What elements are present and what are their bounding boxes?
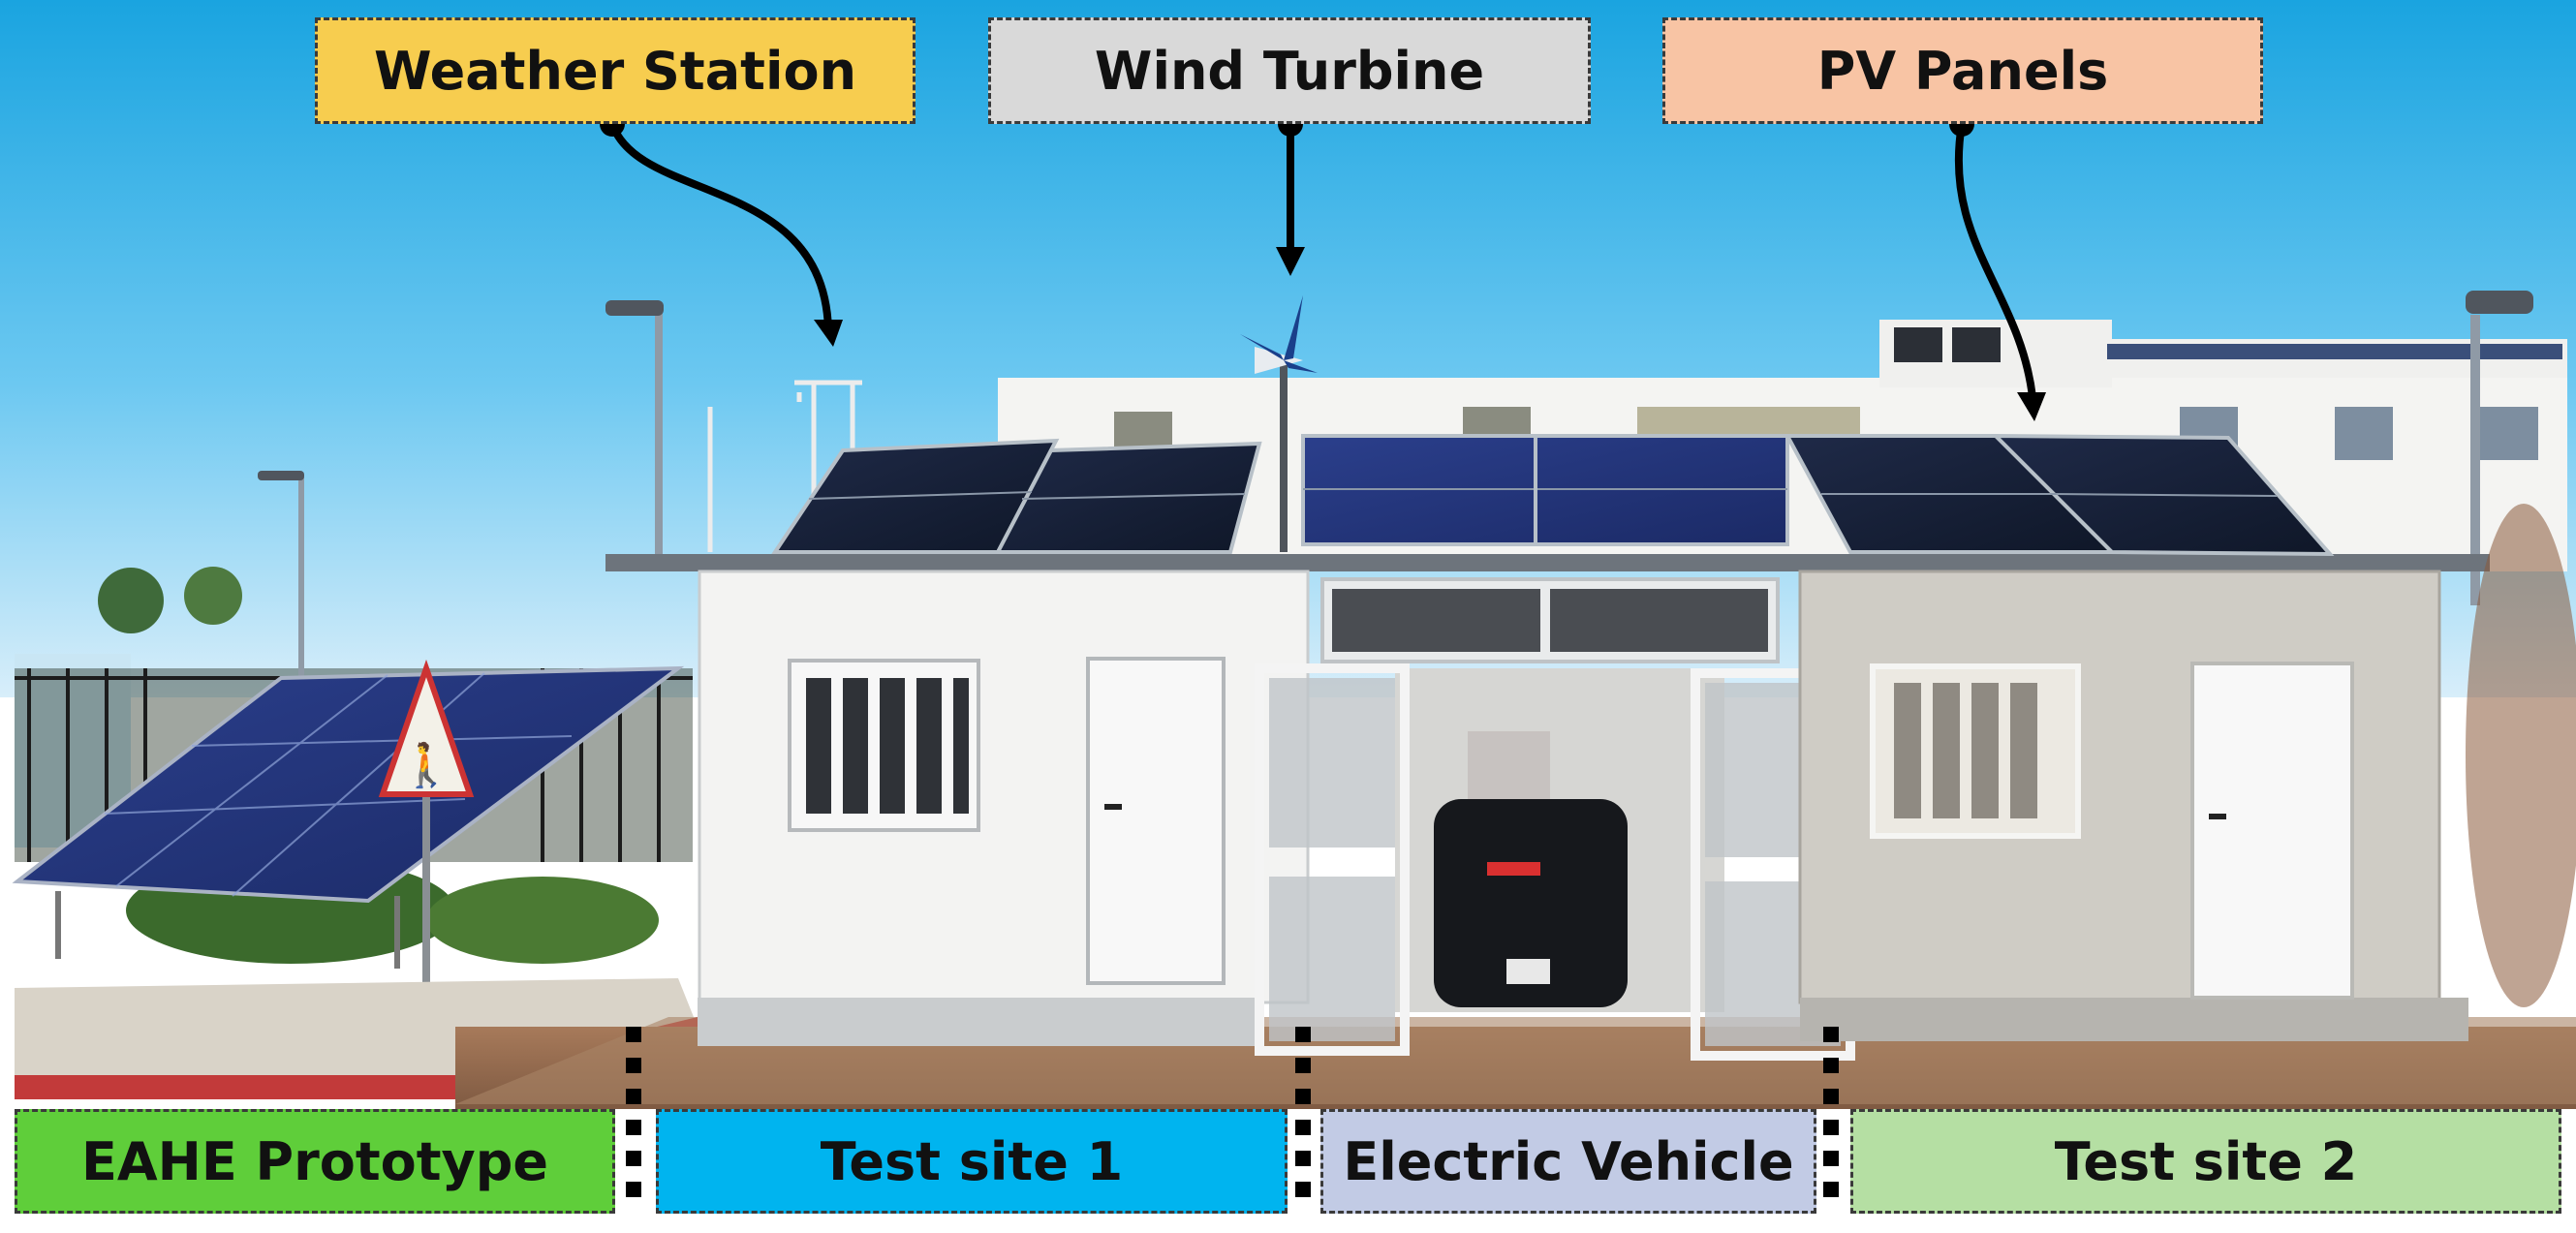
weather-station-pointer xyxy=(608,122,832,330)
eahe-prototype-label: EAHE Prototype xyxy=(15,1109,615,1214)
weather-station-arrowhead xyxy=(814,320,843,347)
pv-panels-label: PV Panels xyxy=(1662,17,2263,124)
weather-station-label: Weather Station xyxy=(315,17,916,124)
wind-turbine-arrowhead xyxy=(1276,247,1305,276)
container-test-site-1 xyxy=(698,570,1310,1046)
svg-text:🚶: 🚶 xyxy=(400,741,453,790)
pv-panels-pointer xyxy=(1954,123,2036,398)
garage-electric-vehicle xyxy=(1255,577,1855,1061)
container-test-site-2 xyxy=(1798,570,2468,1041)
electric-vehicle-label: Electric Vehicle xyxy=(1320,1109,1816,1214)
right-tree xyxy=(2466,504,2576,1007)
rooftop-pv-left xyxy=(771,438,1262,554)
test-site-1-label: Test site 1 xyxy=(656,1109,1288,1214)
wind-turbine-label: Wind Turbine xyxy=(988,17,1591,124)
rooftop-pv-middle xyxy=(1301,434,1789,546)
roof-overhang xyxy=(605,554,2490,571)
rooftop-pv-right xyxy=(1784,433,2335,557)
lamp-posts xyxy=(258,291,2533,688)
wind-turbine xyxy=(1240,295,1318,552)
pv-panels-arrowhead xyxy=(2017,392,2046,421)
test-site-2-label: Test site 2 xyxy=(1850,1109,2561,1214)
pedestrian-sign: 🚶 xyxy=(378,659,475,1056)
